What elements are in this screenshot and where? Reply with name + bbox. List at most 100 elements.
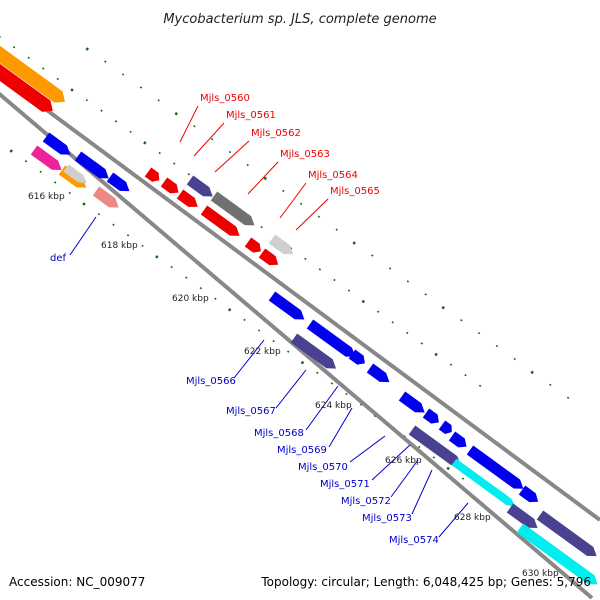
leader-line (179, 105, 199, 143)
gene-label: Mjls_0573 (362, 513, 412, 524)
tick-mark (104, 60, 107, 63)
feature-arrow (200, 205, 240, 236)
tick-mark (157, 99, 160, 102)
tick-mark (121, 73, 125, 76)
tick-mark (316, 371, 319, 375)
tick-mark (39, 170, 42, 173)
tick-mark (441, 305, 445, 310)
tick-mark (155, 255, 159, 259)
tick-mark (333, 278, 336, 282)
gene-label: Mjls_0569 (277, 445, 327, 456)
feature-arrow (448, 431, 467, 448)
gene-label: Mjls_0562 (251, 128, 301, 139)
tick-mark (513, 357, 516, 361)
backbone (0, 72, 600, 600)
tick-mark (174, 111, 178, 116)
feature-arrow (438, 420, 452, 435)
feature-arrow (451, 458, 516, 507)
tick-mark (446, 466, 450, 471)
tick-mark (424, 293, 427, 296)
tick-label: 626 kbp (385, 456, 422, 466)
feature-arrow (92, 186, 119, 208)
tick-mark (460, 319, 463, 322)
leader-line (305, 385, 339, 431)
tick-mark (566, 396, 570, 399)
backbone-outer-line (0, 72, 600, 522)
gene-label: Mjls_0574 (389, 535, 439, 546)
tick-mark (129, 130, 132, 134)
tick-mark (406, 280, 410, 283)
feature-arrow (268, 291, 305, 320)
tick-mark (70, 88, 74, 92)
tick-mark (85, 98, 89, 102)
tick-mark (495, 344, 499, 348)
leader-line (390, 459, 419, 498)
leader-line (247, 161, 279, 195)
gene-label: Mjls_0560 (200, 93, 250, 104)
tick-mark (432, 456, 436, 459)
feature-arrow (290, 333, 337, 369)
tick-mark (461, 477, 465, 480)
gene-label: Mjls_0567 (226, 406, 276, 417)
tick-mark (282, 189, 285, 193)
feature-arrow (348, 349, 365, 365)
tick-mark (530, 370, 534, 375)
tick-mark (376, 310, 380, 313)
tick-mark (227, 307, 232, 312)
tick-mark (158, 151, 161, 155)
gene-label: Mjls_0564 (308, 170, 358, 181)
summary-text: Topology: circular; Length: 6,048,425 bp… (260, 575, 591, 589)
tick-mark (478, 384, 482, 387)
tick-mark (361, 299, 366, 304)
leader-line (69, 216, 97, 256)
tick-label: 624 kbp (315, 401, 352, 411)
tick-mark (185, 276, 188, 279)
feature-arrow (42, 132, 71, 155)
leader-line (214, 140, 250, 173)
feature-arrow (210, 191, 255, 226)
leader-line (193, 122, 225, 157)
feature-arrow (144, 167, 160, 182)
tick-mark (418, 445, 421, 449)
feature-arrow (176, 189, 198, 207)
feature-arrow (186, 175, 213, 197)
tick-mark (391, 321, 394, 324)
tick-mark (27, 56, 30, 59)
tick-label: 620 kbp (172, 294, 209, 304)
tick-mark (126, 234, 130, 237)
tick-mark (260, 225, 263, 229)
feature-arrow (160, 177, 179, 194)
tick-mark (263, 176, 267, 181)
tick-label: 616 kbp (28, 192, 65, 202)
tick-mark (420, 342, 424, 345)
tick-label: 628 kbp (454, 513, 491, 523)
tick-mark (477, 331, 481, 335)
leader-line (328, 407, 353, 448)
feature-arrow (466, 445, 524, 489)
tick-mark (187, 173, 191, 176)
feature-arrow (63, 164, 88, 184)
tick-mark (300, 360, 305, 365)
tick-mark (345, 392, 348, 396)
gene-label: Mjls_0561 (226, 110, 276, 121)
tick-mark (449, 363, 453, 366)
tick-mark (257, 329, 261, 332)
feature-arrow (422, 408, 439, 424)
gene-label: Mjls_0572 (341, 496, 391, 507)
feature-arrow (268, 234, 294, 255)
accession-text: Accession: NC_009077 (9, 575, 145, 589)
gene-label: Mjls_0566 (186, 376, 236, 387)
gene-label: Mjls_0568 (254, 428, 304, 439)
feature-arrow (306, 319, 356, 357)
tick-mark (143, 141, 147, 145)
tick-mark (42, 67, 45, 70)
tick-mark (299, 202, 303, 205)
feature-arrow (506, 503, 538, 528)
feature-arrow (366, 363, 390, 383)
tick-mark (246, 163, 249, 167)
tick-mark (549, 383, 552, 387)
tick-mark (68, 191, 71, 195)
tick-mark (287, 350, 290, 353)
tick-mark (112, 223, 115, 226)
